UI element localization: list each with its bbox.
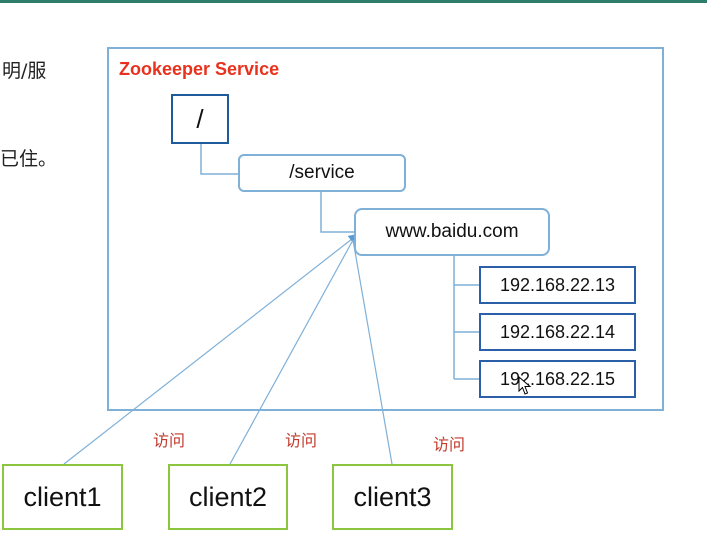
side-text-fragment-2: 已住。 (0, 148, 58, 170)
edge-root-to-service (200, 144, 238, 175)
znode-domain: www.baidu.com (354, 208, 550, 256)
znode-ip-3: 192.168.22.15 (479, 360, 636, 398)
znode-ip-1: 192.168.22.13 (479, 266, 636, 304)
arrow-client1-access (63, 233, 359, 465)
edge-service-to-domain (320, 192, 354, 233)
diagram-title: Zookeeper Service (119, 59, 280, 79)
zookeeper-service-frame (107, 47, 664, 411)
top-accent-bar (0, 0, 707, 3)
access-label-2: 访问 (285, 431, 318, 450)
znode-root: / (171, 94, 229, 144)
client-box-2: client2 (168, 464, 288, 530)
znode-ip-2: 192.168.22.14 (479, 313, 636, 351)
client-box-1: client1 (2, 464, 123, 530)
client-box-3: client3 (332, 464, 453, 530)
access-label-3: 访问 (433, 435, 466, 454)
arrow-client2-access (229, 239, 354, 465)
arrow-client3-access (352, 239, 393, 465)
mouse-pointer-icon (518, 376, 532, 395)
side-text-fragment-1: 明/服 (2, 60, 47, 82)
znode-service: /service (238, 154, 406, 192)
access-label-1: 访问 (153, 431, 186, 450)
